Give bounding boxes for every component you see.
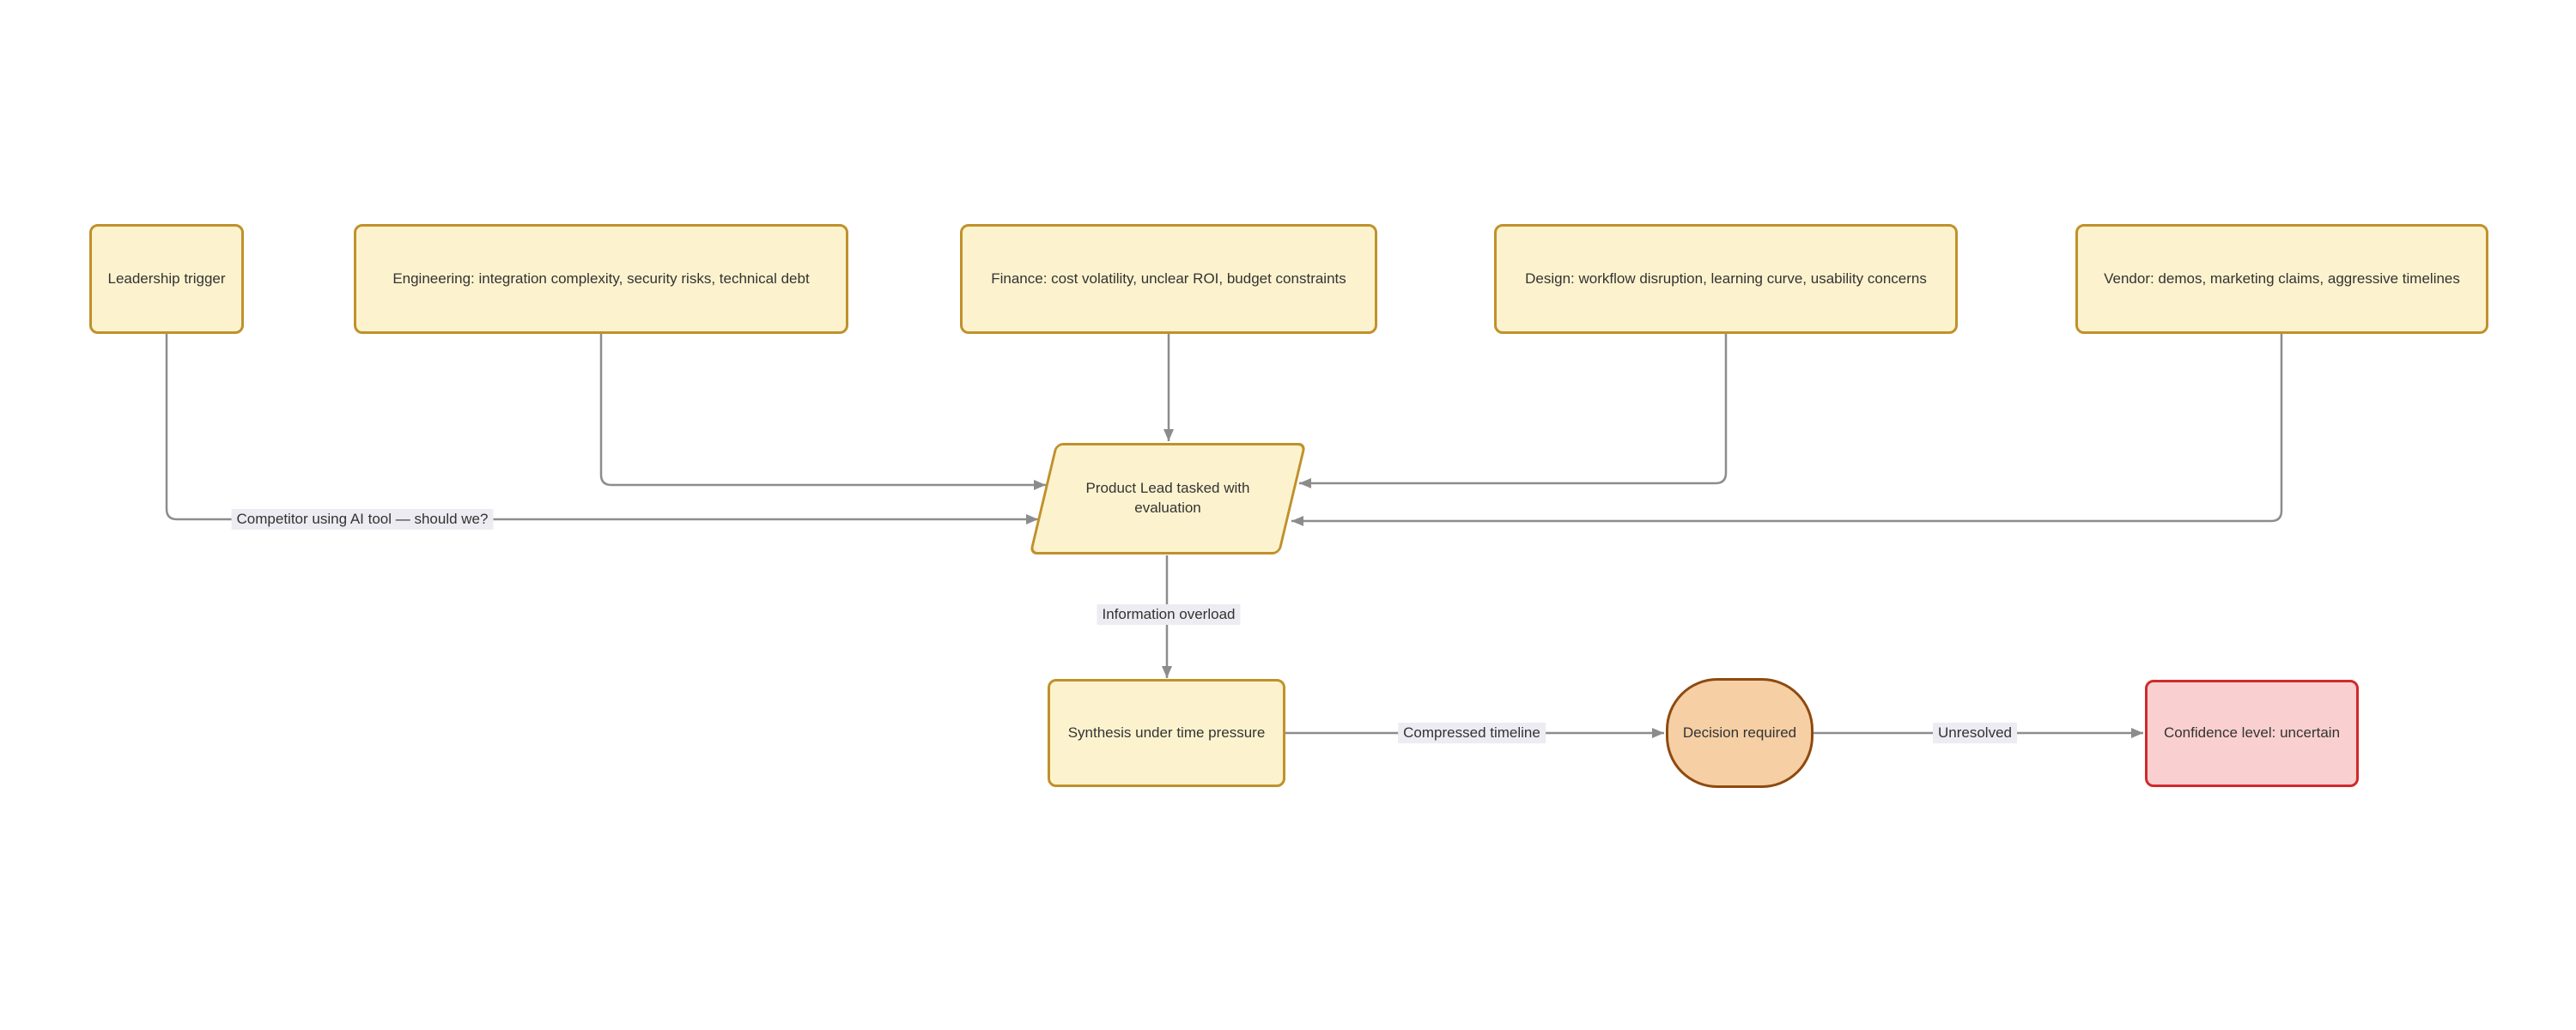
node-finance-concerns: Finance: cost volatility, unclear ROI, b…	[960, 224, 1377, 334]
node-confidence-uncertain: Confidence level: uncertain	[2145, 680, 2359, 787]
node-leadership-trigger: Leadership trigger	[89, 224, 244, 334]
node-design-concerns: Design: workflow disruption, learning cu…	[1494, 224, 1958, 334]
edge-label-compressed-timeline: Compressed timeline	[1398, 723, 1546, 743]
node-synthesis-time-pressure: Synthesis under time pressure	[1048, 679, 1285, 787]
edge-leadership-to-product-lead	[165, 334, 1038, 524]
edge-label-unresolved: Unresolved	[1933, 723, 2017, 743]
edge-engineering-to-product-lead	[599, 334, 1046, 490]
edge-label-competitor-trigger: Competitor using AI tool — should we?	[231, 509, 494, 530]
node-product-lead-evaluation: Product Lead tasked with evaluation	[1029, 443, 1307, 554]
node-vendor-concerns: Vendor: demos, marketing claims, aggress…	[2075, 224, 2488, 334]
node-engineering-concerns: Engineering: integration complexity, sec…	[354, 224, 848, 334]
edge-design-to-product-lead	[1299, 334, 1728, 488]
edge-label-information-overload: Information overload	[1097, 604, 1241, 625]
edge-vendor-to-product-lead	[1291, 334, 2283, 526]
node-decision-required: Decision required	[1666, 678, 1814, 788]
node-product-lead-evaluation-label: Product Lead tasked with evaluation	[1085, 480, 1250, 516]
